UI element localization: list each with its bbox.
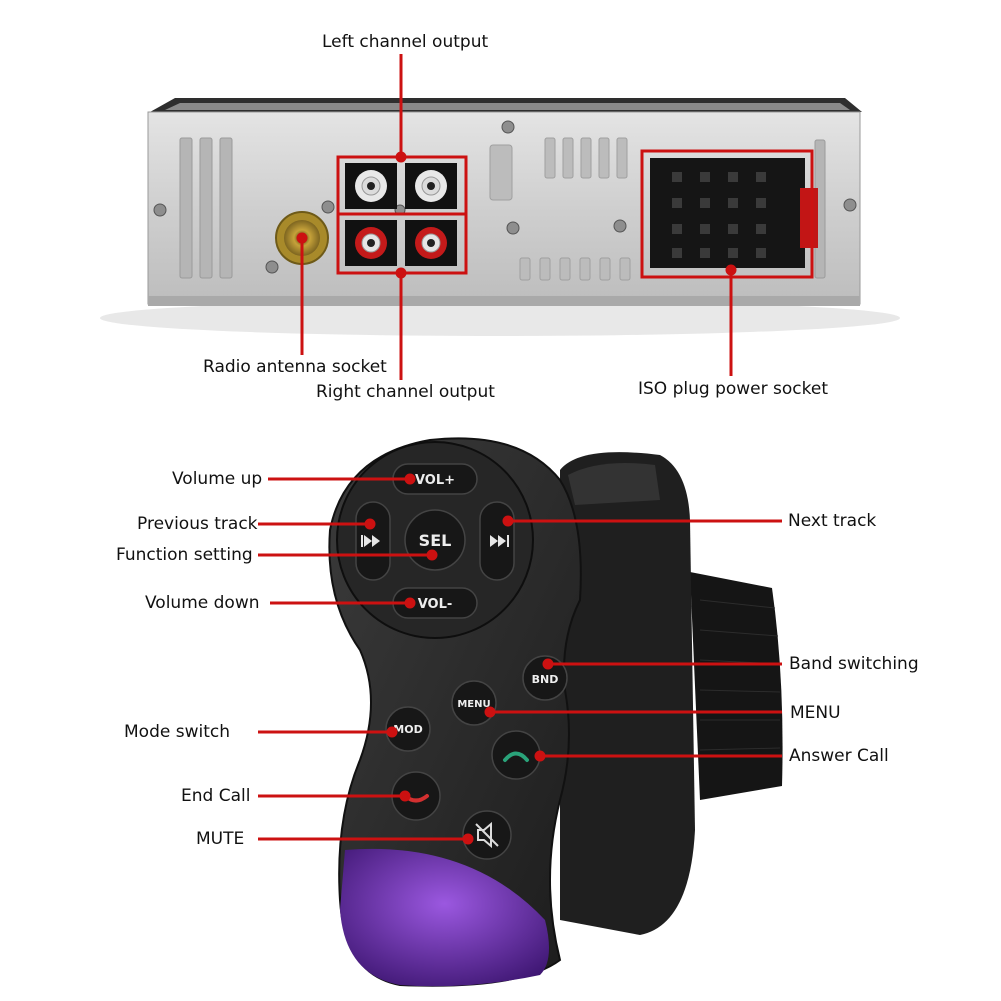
vol-minus-button-label: VOL- xyxy=(418,597,453,612)
mute-icon xyxy=(475,821,499,849)
label-radio-antenna-socket: Radio antenna socket xyxy=(203,357,387,377)
radio-rear-panel xyxy=(100,54,900,380)
iso-connector xyxy=(650,158,818,268)
label-band-switching: Band switching xyxy=(789,654,919,674)
label-volume-down: Volume down xyxy=(145,593,260,613)
menu-button-label: MENU xyxy=(457,699,490,710)
label-mute: MUTE xyxy=(196,829,245,849)
rca-jacks xyxy=(345,163,457,266)
previous-track-icon xyxy=(361,535,380,547)
label-end-call: End Call xyxy=(181,786,251,806)
label-next-track: Next track xyxy=(788,511,877,531)
mod-button-label: MOD xyxy=(393,723,422,736)
vol-plus-button-label: VOL+ xyxy=(415,473,455,488)
next-track-icon xyxy=(490,535,509,547)
bnd-button-label: BND xyxy=(532,673,559,686)
label-mode-switch: Mode switch xyxy=(124,722,230,742)
label-volume-up: Volume up xyxy=(172,469,263,489)
label-right-channel-output: Right channel output xyxy=(316,382,495,402)
label-previous-track: Previous track xyxy=(137,514,258,534)
answer-call-icon xyxy=(503,751,529,762)
steering-remote: VOL+ VOL- SEL BND MENU MOD xyxy=(258,437,783,987)
iso-highlight-box xyxy=(640,149,814,279)
label-function-setting: Function setting xyxy=(116,545,253,565)
label-menu: MENU xyxy=(790,703,841,723)
sel-button-label: SEL xyxy=(419,531,452,550)
label-left-channel-output: Left channel output xyxy=(322,32,489,52)
label-answer-call: Answer Call xyxy=(789,746,889,766)
label-iso-plug-power-socket: ISO plug power socket xyxy=(638,379,828,399)
